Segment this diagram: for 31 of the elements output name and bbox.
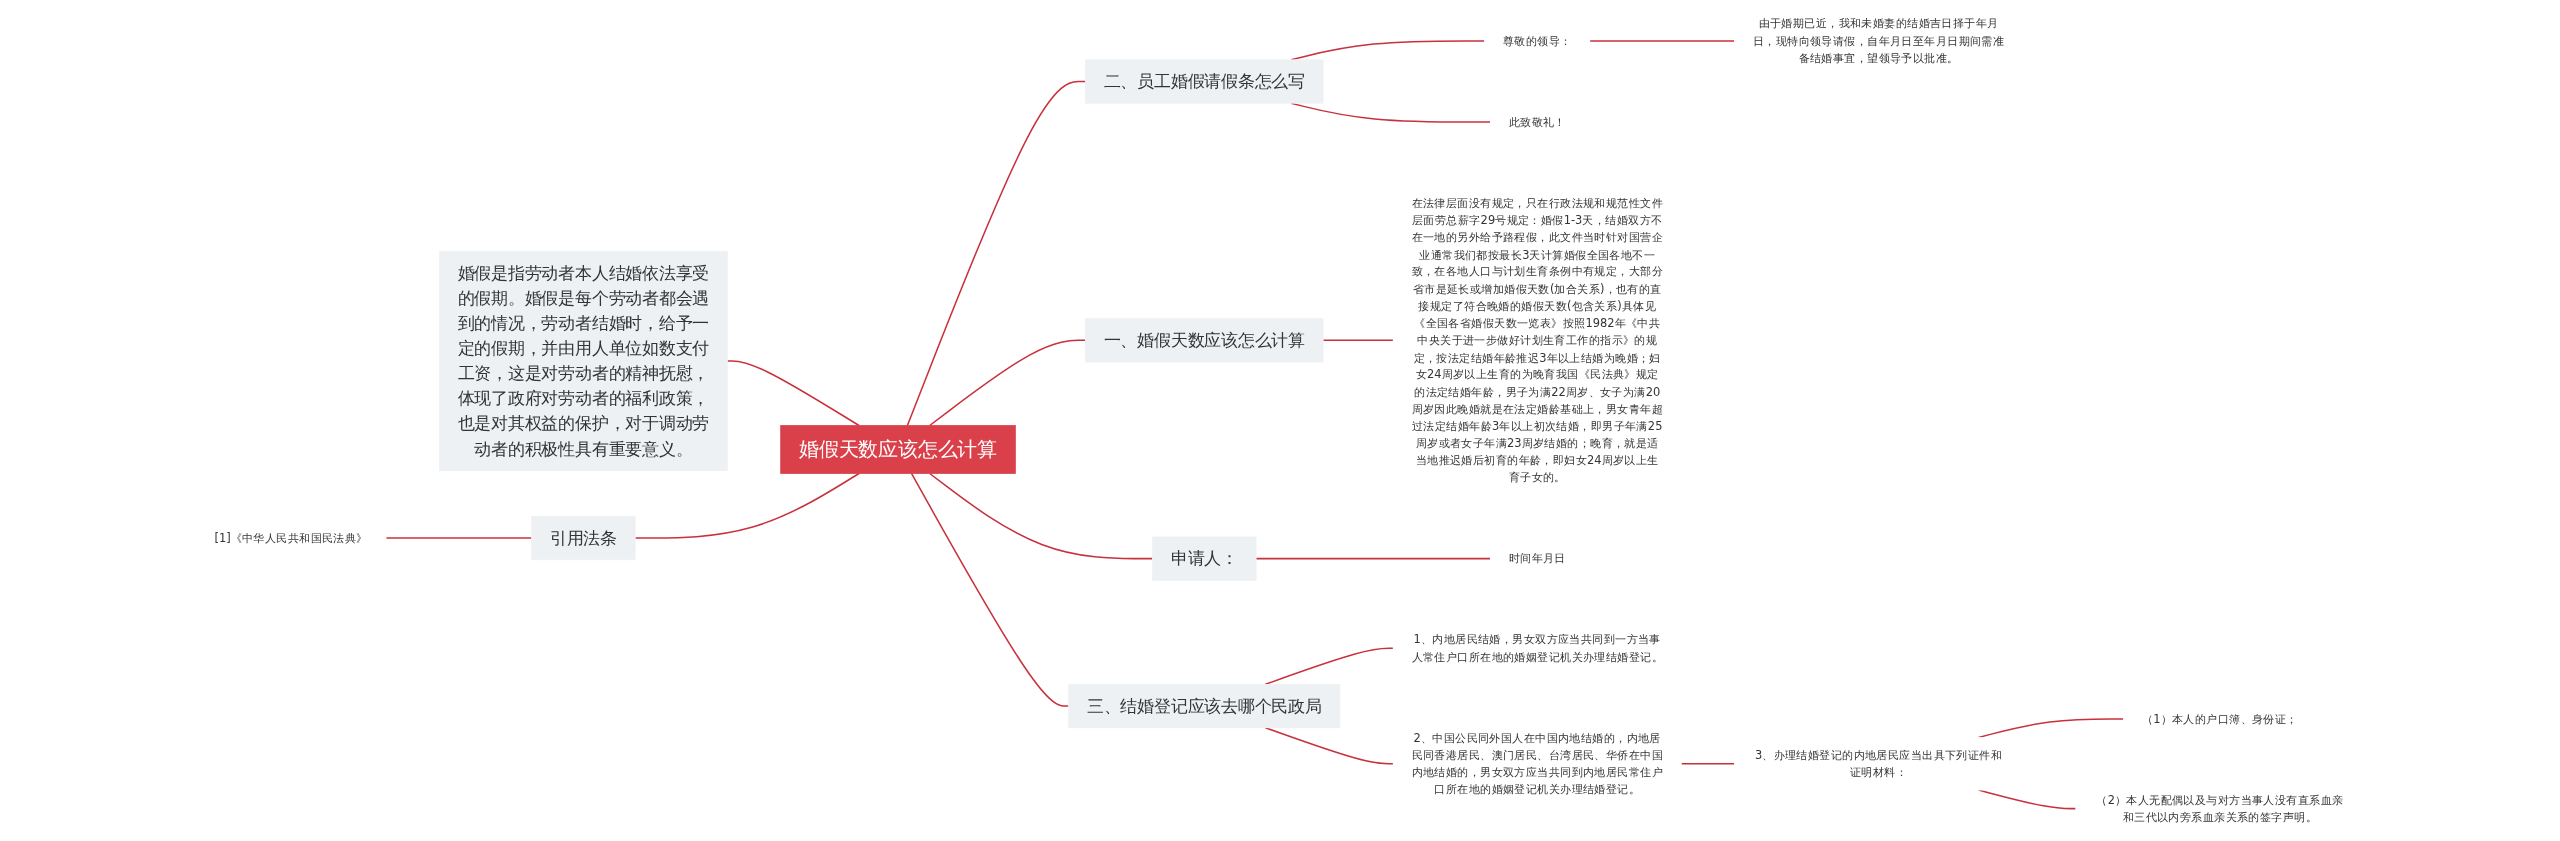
node-text: 3、办理结婚登记的内地居民应当出具下列证件和证明材料： [1754, 748, 2003, 779]
connector [928, 472, 1154, 560]
node-text: 时间年月日 [1508, 551, 1566, 566]
node-box: 一、婚假天数应该怎么计算 [1085, 318, 1324, 363]
node-box: 二、员工婚假请假条怎么写 [1085, 59, 1324, 104]
connector [634, 472, 860, 539]
connector [385, 537, 533, 539]
connector [1255, 557, 1492, 560]
node-box: 婚假天数应该怎么计算 [780, 425, 1016, 474]
node-text: （1）本人的户口簿、身份证； [2141, 711, 2298, 726]
connector [726, 360, 860, 427]
node-box: 引用法条 [531, 515, 636, 561]
node-text: [1]《中华人民共和国民法典》 [214, 531, 368, 545]
connector [928, 339, 1087, 427]
connector [1322, 339, 1394, 342]
node-text: 尊敬的领导： [1502, 33, 1572, 48]
connector [1589, 40, 1736, 42]
node-text: 2、中国公民同外国人在中国内地结婚的，内地居民同香港居民、澳门居民、台湾居民、华侨在中国内地结婚的，男女双方应当共同到内地居民常住户口所在地的婚姻登记机关办理结婚登记。 [1411, 731, 1663, 797]
node-box: 申请人： [1152, 536, 1257, 581]
node-box: 婚假是指劳动者本人结婚依法享受的假期。婚假是每个劳动者都会遇到的情况，劳动者结婚时，给予一定的假期，并由用人单位如数支付工资，这是对劳动者的精神抚慰，体现了政府对劳动者的福利政策，也是对其权益的保护，对于调动劳动者的积极性具有重要意义。 [439, 250, 728, 471]
node-text: 在法律层面没有规定，只在行政法规和规范性文件层面劳总薪字29号规定：婚假1-3天，结婚双方不在一地的另外给予路程假，此文件当时针对国营企业通常我们都按最长3天计算婚假全国各地不一致，在各地人口与计划生育条例中有规定，大部分省市是延长或增加婚假天数(加合关系)，也有的直接规定了符合晚婚的婚假天数(包含关系)具体见《全国各省婚假天数一览表》按照1982年《中共中央关于进一步做好计划生育工作的指示》的规定，按法定结婚年龄推迟3年以上结婚为晚婚；妇女24周岁以上生育的为晚育我国《民法典》规定的法定结婚年龄，男子为满22周岁、女子为满20周岁因此晚婚就是在法定婚龄基础上，男女青年超过法定结婚年龄3年以上初次结婚，即男子年满25周岁或者女子年满23周岁结婚的；晚育，就是适当地推迟婚后初育的年龄，即妇女24周岁以上生育子女的。 [1411, 196, 1663, 485]
node-box: 三、结婚登记应该去哪个民政局 [1068, 683, 1341, 729]
connector [1264, 647, 1394, 686]
connector [906, 80, 1087, 427]
connector [1680, 763, 1736, 765]
connector [910, 472, 1070, 707]
connector [1264, 727, 1394, 765]
node-text: 由于婚期已近，我和未婚妻的结婚吉日择于年月日，现特向领导请假，自年月日至年月日期间需准备结婚事宜，望领导予以批准。 [1752, 16, 2005, 65]
node-text: （2）本人无配偶以及与对方当事人没有直系血亲和三代以内旁系血亲关系的签字声明。 [2096, 793, 2344, 824]
node-text: 此致敬礼！ [1508, 115, 1566, 129]
node-text: 1、内地居民结婚，男女双方应当共同到一方当事人常住户口所在地的婚姻登记机关办理结婚登记。 [1411, 632, 1663, 664]
